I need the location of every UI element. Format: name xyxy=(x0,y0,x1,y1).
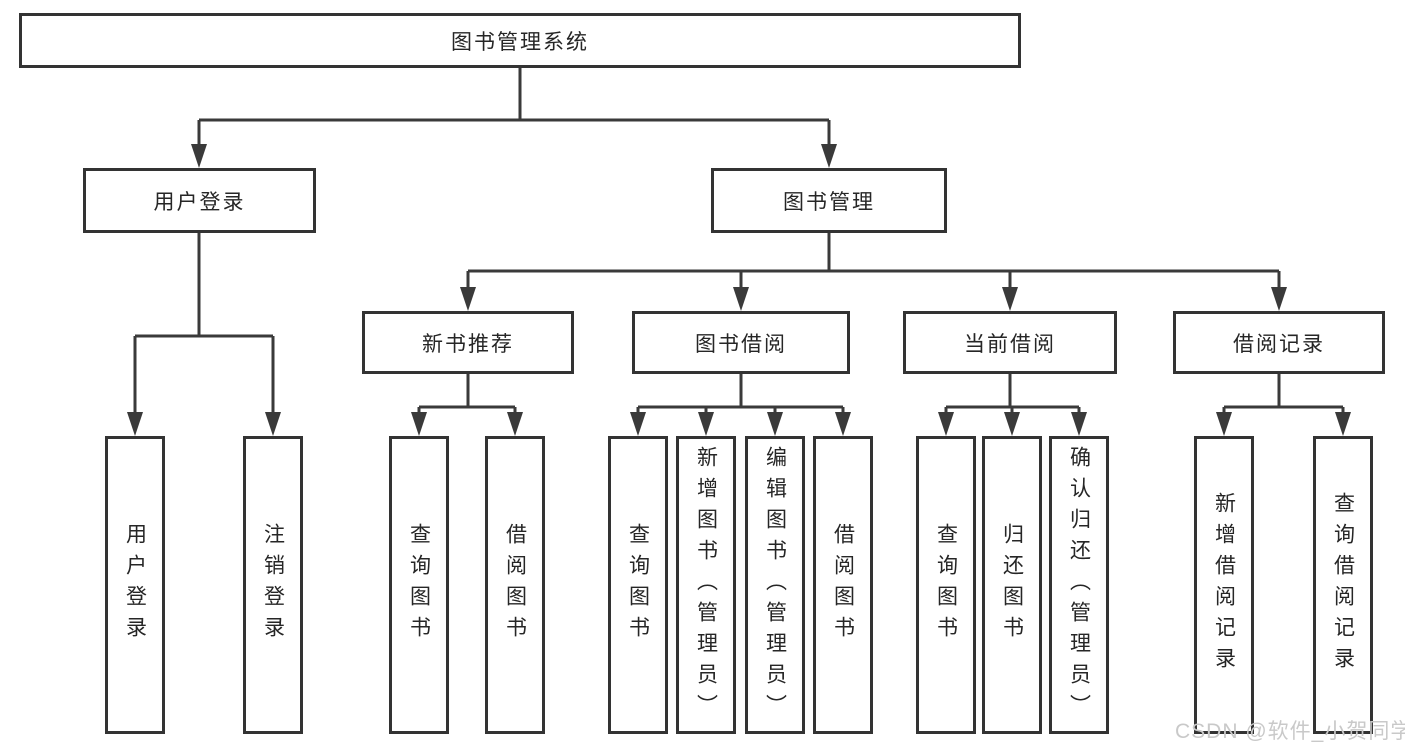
arrowheads-new-book-recommend xyxy=(411,412,523,436)
leaf-query-books-recommend-label: 查询图书 xyxy=(407,523,431,647)
node-library-system-label: 图书管理系统 xyxy=(451,30,589,54)
node-book-management: 图书管理 xyxy=(711,168,947,233)
leaf-borrow-books-recommend-label: 借阅图书 xyxy=(503,523,527,647)
connector-book-management xyxy=(466,233,1281,289)
leaf-query-books-recommend: 查询图书 xyxy=(389,436,449,734)
node-book-borrowing: 图书借阅 xyxy=(632,311,850,374)
leaf-confirm-return-admin-label: 确认归还（管理员） xyxy=(1067,445,1091,725)
node-user-login: 用户登录 xyxy=(83,168,316,233)
node-borrowing-records-label: 借阅记录 xyxy=(1233,332,1325,356)
node-new-book-recommend: 新书推荐 xyxy=(362,311,574,374)
leaf-query-books-borrowing-label: 查询图书 xyxy=(626,523,650,647)
leaf-logout: 注销登录 xyxy=(243,436,303,734)
connector-borrowing-records xyxy=(1222,374,1345,414)
arrowheads-book-borrowing xyxy=(630,412,851,436)
node-book-management-label: 图书管理 xyxy=(783,190,875,214)
leaf-add-borrow-record-label: 新增借阅记录 xyxy=(1212,492,1236,678)
arrowheads-user-login xyxy=(127,412,281,436)
watermark: CSDN @软件_小贺同学 xyxy=(1175,720,1405,743)
leaf-borrow-books: 借阅图书 xyxy=(813,436,873,734)
node-new-book-recommend-label: 新书推荐 xyxy=(422,332,514,356)
connector-book-borrowing xyxy=(636,374,845,414)
leaf-return-books: 归还图书 xyxy=(982,436,1042,734)
arrowheads-root xyxy=(191,144,837,168)
arrowheads-current-borrowing xyxy=(938,412,1087,436)
leaf-add-borrow-record: 新增借阅记录 xyxy=(1194,436,1254,734)
node-user-login-label: 用户登录 xyxy=(153,190,246,214)
arrowheads-book-management xyxy=(460,287,1287,311)
node-library-system: 图书管理系统 xyxy=(19,13,1021,68)
leaf-add-book-admin-label: 新增图书（管理员） xyxy=(694,445,718,725)
leaf-edit-book-admin: 编辑图书（管理员） xyxy=(745,436,805,734)
leaf-query-borrow-record-label: 查询借阅记录 xyxy=(1331,492,1355,678)
node-borrowing-records: 借阅记录 xyxy=(1173,311,1385,374)
node-book-borrowing-label: 图书借阅 xyxy=(695,332,787,356)
arrowheads-borrowing-records xyxy=(1216,412,1351,436)
leaf-add-book-admin: 新增图书（管理员） xyxy=(676,436,736,734)
leaf-query-books-current: 查询图书 xyxy=(916,436,976,734)
connector-new-book-recommend xyxy=(417,374,517,414)
connector-current-borrowing xyxy=(944,374,1081,414)
node-current-borrowing: 当前借阅 xyxy=(903,311,1117,374)
leaf-edit-book-admin-label: 编辑图书（管理员） xyxy=(763,445,787,725)
leaf-return-books-label: 归还图书 xyxy=(1000,523,1024,647)
leaf-borrow-books-label: 借阅图书 xyxy=(831,523,855,647)
leaf-query-borrow-record: 查询借阅记录 xyxy=(1313,436,1373,734)
leaf-logout-label: 注销登录 xyxy=(261,523,285,647)
connector-root xyxy=(197,68,831,146)
leaf-borrow-books-recommend: 借阅图书 xyxy=(485,436,545,734)
leaf-query-books-current-label: 查询图书 xyxy=(934,523,958,647)
connector-user-login xyxy=(133,233,275,414)
leaf-confirm-return-admin: 确认归还（管理员） xyxy=(1049,436,1109,734)
leaf-user-login: 用户登录 xyxy=(105,436,165,734)
node-current-borrowing-label: 当前借阅 xyxy=(964,332,1056,356)
leaf-user-login-label: 用户登录 xyxy=(123,523,147,647)
leaf-query-books-borrowing: 查询图书 xyxy=(608,436,668,734)
